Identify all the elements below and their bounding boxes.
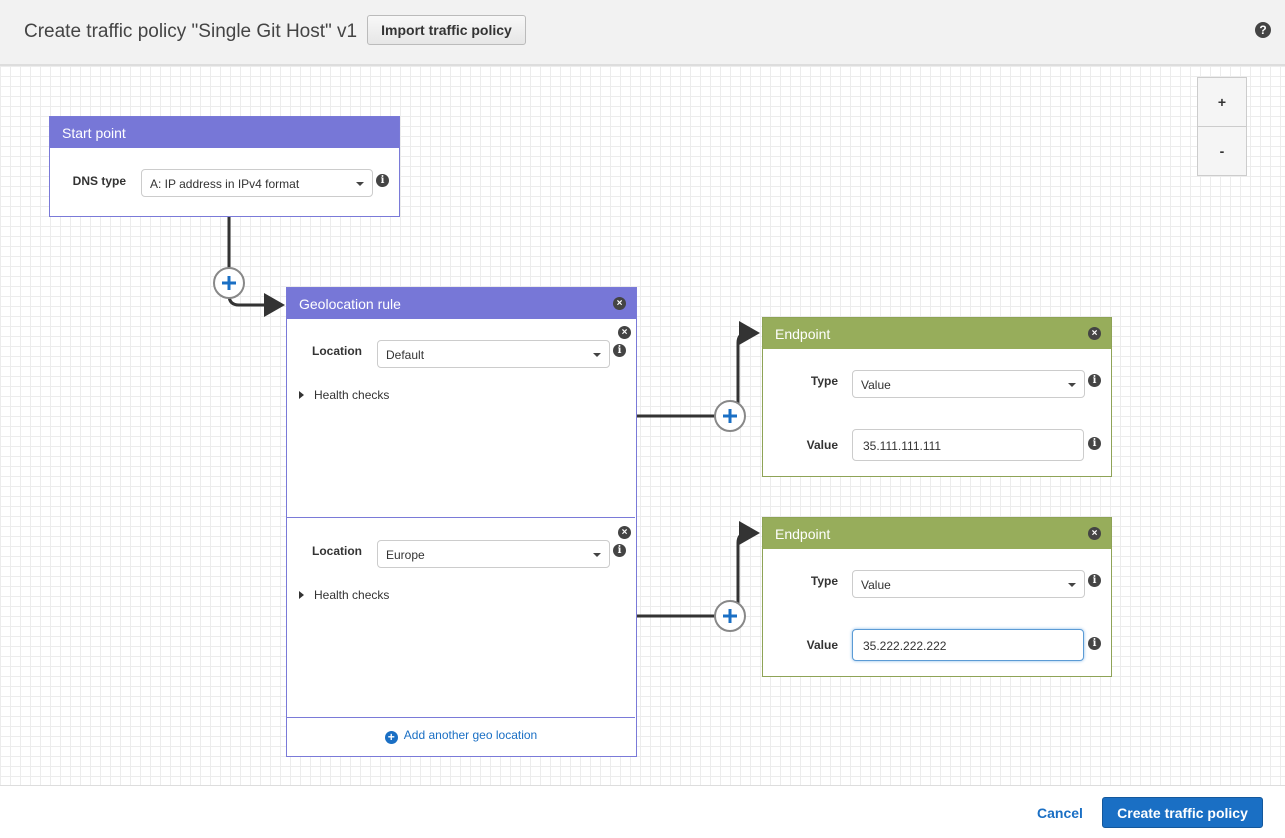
endpoint-title: Endpoint × (763, 518, 1111, 549)
create-traffic-policy-button[interactable]: Create traffic policy (1102, 797, 1263, 828)
info-icon[interactable]: i (613, 544, 626, 557)
connector-geo-endpoint-2 (636, 521, 760, 618)
value-label: Value (806, 438, 838, 452)
cancel-button[interactable]: Cancel (1037, 805, 1083, 821)
add-geo-location-label: Add another geo location (403, 728, 538, 742)
remove-rule-icon[interactable]: × (618, 326, 631, 339)
geolocation-rule-title-text: Geolocation rule (299, 296, 401, 312)
endpoint-title-text: Endpoint (775, 526, 831, 542)
remove-rule-icon[interactable]: × (618, 526, 631, 539)
add-connector-button-1 (213, 267, 245, 299)
add-connector-button-2 (714, 400, 746, 432)
type-select[interactable]: Value (852, 570, 1085, 598)
endpoint-node: Endpoint × Type Value i Value 35.111.111.… (762, 317, 1112, 477)
location-select[interactable]: Default (377, 340, 610, 368)
type-label: Type (810, 374, 838, 388)
value-input[interactable]: 35.111.111.111 (852, 429, 1084, 461)
info-icon[interactable]: i (1088, 437, 1101, 450)
import-traffic-policy-button[interactable]: Import traffic policy (367, 15, 526, 45)
close-icon[interactable]: × (1088, 527, 1101, 540)
dns-type-label: DNS type (72, 174, 126, 188)
geo-rule-section: × Location Default i Health checks (287, 318, 635, 518)
info-icon[interactable]: i (1088, 374, 1101, 387)
type-select[interactable]: Value (852, 370, 1085, 398)
info-icon[interactable]: i (1088, 637, 1101, 650)
endpoint-title: Endpoint × (763, 318, 1111, 349)
connector-geo-endpoint-1 (636, 321, 760, 418)
type-label: Type (810, 574, 838, 588)
zoom-out-button[interactable]: - (1197, 126, 1247, 176)
geolocation-rule-node: Geolocation rule × × Location Default i H… (286, 287, 637, 757)
page-header: Create traffic policy "Single Git Host" … (0, 0, 1285, 66)
geolocation-rule-title: Geolocation rule × (287, 288, 636, 319)
close-icon[interactable]: × (1088, 327, 1101, 340)
geo-rule-section: × Location Europe i Health checks (287, 518, 635, 718)
info-icon[interactable]: i (1088, 574, 1101, 587)
zoom-in-button[interactable]: + (1197, 77, 1247, 127)
plus-circle-icon: + (384, 731, 398, 744)
info-icon[interactable]: i (376, 174, 389, 187)
add-geo-location-link[interactable]: + Add another geo location (287, 728, 635, 744)
start-point-title: Start point (50, 117, 399, 148)
dns-type-select[interactable]: A: IP address in IPv4 format (141, 169, 373, 197)
page-title: Create traffic policy "Single Git Host" … (24, 21, 358, 42)
location-select[interactable]: Europe (377, 540, 610, 568)
value-input[interactable]: 35.222.222.222 (852, 629, 1084, 661)
page-footer: Cancel Create traffic policy (0, 785, 1285, 838)
location-label: Location (312, 544, 362, 558)
location-label: Location (312, 344, 362, 358)
health-checks-toggle[interactable]: Health checks (299, 388, 389, 402)
add-connector-button-3 (714, 600, 746, 632)
health-checks-toggle[interactable]: Health checks (299, 588, 389, 602)
close-icon[interactable]: × (613, 297, 626, 310)
value-label: Value (806, 638, 838, 652)
endpoint-node: Endpoint × Type Value i Value 35.222.222.… (762, 517, 1112, 677)
help-icon[interactable]: ? (1255, 22, 1271, 38)
start-point-node: Start point DNS type A: IP address in IP… (49, 116, 400, 217)
endpoint-title-text: Endpoint (775, 326, 831, 342)
info-icon[interactable]: i (613, 344, 626, 357)
